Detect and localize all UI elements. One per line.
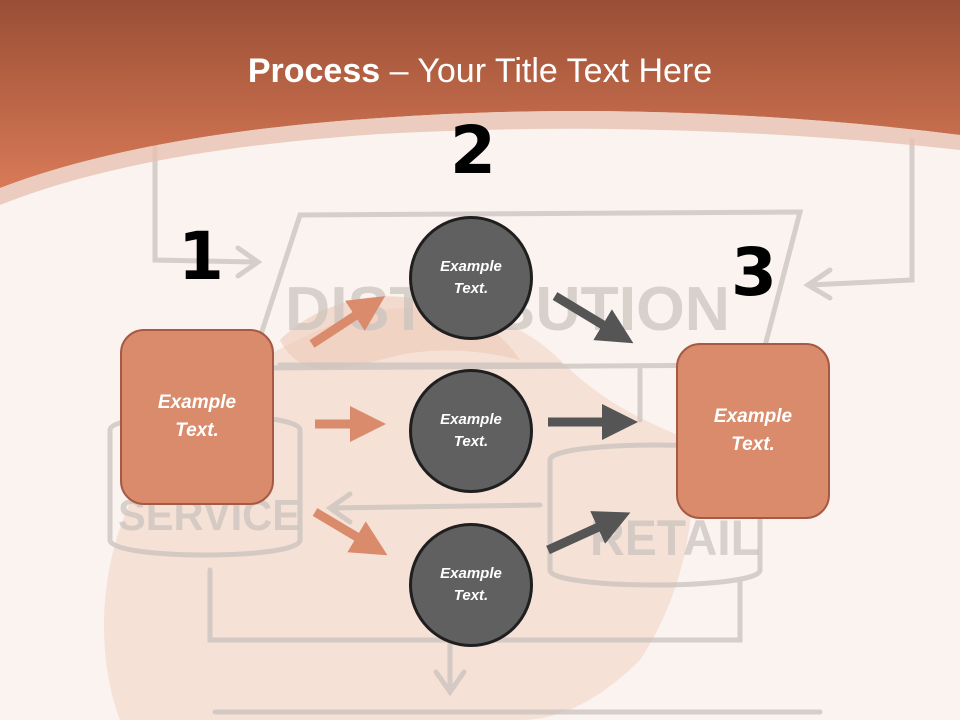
left-box-text: Example Text. xyxy=(157,391,237,442)
circle-top-text: Example Text. xyxy=(440,257,502,298)
left-box[interactable]: Example Text. xyxy=(120,329,274,505)
right-box[interactable]: Example Text. xyxy=(676,343,830,519)
circle-bottom-text: Example Text. xyxy=(440,564,502,605)
title-bold: Process xyxy=(247,52,381,90)
slide-title: Process – Your Title Text Here xyxy=(0,52,960,91)
step-number-3: 3 xyxy=(731,234,777,311)
step-number-2: 2 xyxy=(450,112,496,189)
circle-top[interactable]: Example Text. xyxy=(409,216,533,340)
circle-middle[interactable]: Example Text. xyxy=(409,369,533,493)
circle-bottom[interactable]: Example Text. xyxy=(409,523,533,647)
right-box-text: Example Text. xyxy=(713,405,793,456)
step-number-1: 1 xyxy=(178,218,224,295)
circle-middle-text: Example Text. xyxy=(440,410,502,451)
title-rest: – Your Title Text Here xyxy=(380,52,713,90)
